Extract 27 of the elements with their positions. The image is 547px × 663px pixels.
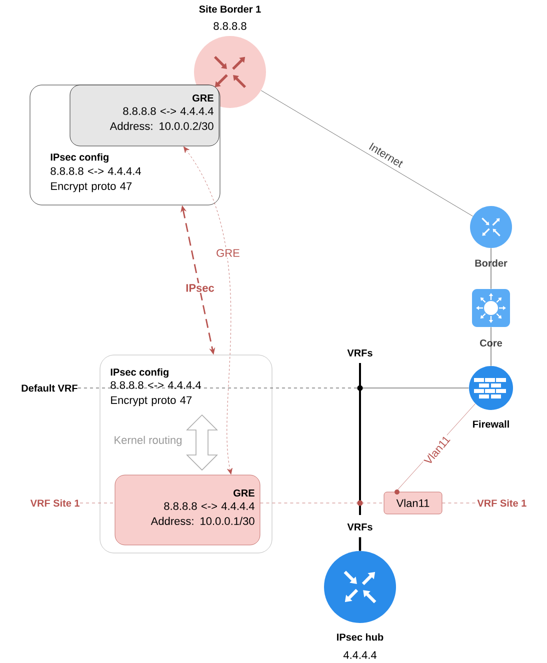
- edge-label: GRE: [215, 248, 241, 258]
- device-label: IPsec hub: [337, 633, 384, 641]
- interface-box: Vlan11: [384, 490, 442, 514]
- bus-label: VRFs: [347, 524, 372, 530]
- connector: [361, 502, 384, 504]
- tunnel-box: GRE 8.8.8.8 <-> 4.4.4.4 Address: 10.0.0.2/30: [70, 84, 220, 146]
- device-label: Core: [480, 339, 502, 347]
- connector: [490, 248, 492, 289]
- vrf-label: VRF Site 1: [477, 499, 526, 507]
- device-address: 4.4.4.4: [343, 651, 376, 659]
- tunnel-box: GRE 8.8.8.8 <-> 4.4.4.4 Address: 10.0.0.1/30: [114, 474, 260, 546]
- vrf-label: Default VRF: [22, 384, 78, 392]
- annotation-label: Kernel routing: [114, 436, 182, 446]
- device-label: Site Border 1: [199, 5, 261, 13]
- connector: [490, 327, 492, 366]
- edge-label: IPsec: [184, 283, 216, 293]
- connector: [358, 537, 362, 551]
- device-label: Firewall: [473, 420, 509, 428]
- connector: [260, 502, 359, 504]
- vrf-label: VRF Site 1: [30, 499, 80, 507]
- device-label: Border: [475, 259, 508, 267]
- bus-label: VRFs: [347, 350, 372, 356]
- connector: [260, 90, 473, 216]
- connector: [442, 502, 478, 504]
- connector: [80, 502, 115, 504]
- connector: [183, 146, 232, 474]
- device-address: 8.8.8.8: [214, 22, 246, 30]
